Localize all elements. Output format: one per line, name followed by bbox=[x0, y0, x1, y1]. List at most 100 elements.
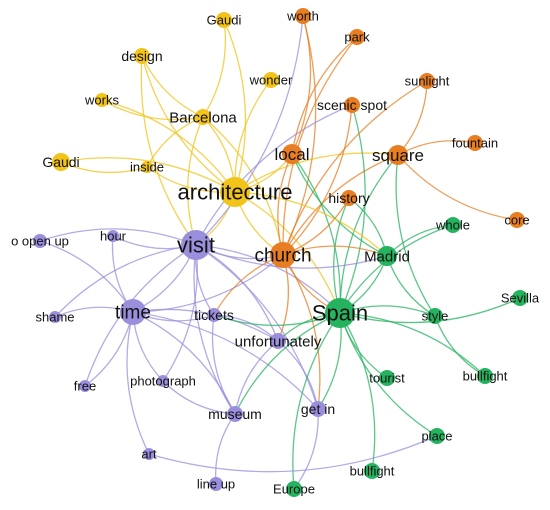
node-label-free: free bbox=[74, 379, 96, 394]
node-label-tickets: tickets bbox=[194, 307, 234, 323]
node-label-whole: whole bbox=[435, 218, 470, 233]
node-label-spain: Spain bbox=[312, 301, 368, 326]
edge-spain-scenic bbox=[339, 104, 366, 314]
node-label-style: style bbox=[422, 309, 449, 324]
node-tourist bbox=[379, 370, 395, 386]
edge-style-square bbox=[395, 154, 436, 317]
node-gaudi_left bbox=[52, 153, 70, 171]
edge-church-scenic bbox=[282, 104, 353, 256]
edge-visit-madrid bbox=[195, 244, 388, 269]
edge-style-bullfight1 bbox=[434, 315, 486, 377]
node-label-local: local bbox=[275, 145, 310, 164]
edge-square-sunlight bbox=[397, 80, 428, 156]
node-local bbox=[282, 144, 302, 164]
node-fountain bbox=[467, 135, 483, 151]
edge-architecture-works bbox=[101, 99, 236, 193]
edge-spain-europe bbox=[292, 312, 341, 490]
node-sevilla bbox=[512, 290, 528, 306]
edge-barcelona-works bbox=[101, 99, 204, 121]
node-label-bullfight2: bullfight bbox=[350, 464, 395, 479]
node-label-worth: worth bbox=[286, 9, 319, 24]
node-whole bbox=[445, 217, 461, 233]
node-openup bbox=[33, 234, 47, 248]
node-art bbox=[143, 448, 155, 460]
edge-museum-lineup bbox=[214, 413, 236, 485]
node-label-madrid: Madrid bbox=[364, 248, 410, 265]
node-unfortunately bbox=[270, 333, 286, 349]
edge-architecture-square bbox=[234, 152, 399, 193]
edge-spain-bullfight2 bbox=[339, 312, 376, 472]
node-spain bbox=[325, 298, 355, 328]
node-works bbox=[95, 93, 109, 107]
node-architecture bbox=[220, 177, 250, 207]
node-label-scenic: scenic spot bbox=[317, 97, 387, 113]
node-layer bbox=[33, 8, 528, 497]
node-label-art: art bbox=[141, 447, 157, 462]
edge-visit-getin bbox=[195, 244, 319, 410]
node-label-getin: get in bbox=[301, 401, 335, 417]
node-sunlight bbox=[419, 73, 435, 89]
node-label-square: square bbox=[372, 146, 424, 165]
node-scenic bbox=[344, 97, 360, 113]
edge-time-church bbox=[132, 254, 284, 313]
edge-local-park bbox=[291, 36, 358, 155]
edge-visit-worth bbox=[195, 15, 304, 246]
node-label-barcelona: Barcelona bbox=[169, 109, 237, 126]
node-wonder bbox=[263, 72, 279, 88]
node-place bbox=[429, 428, 445, 444]
edge-visit-scenic bbox=[195, 104, 353, 246]
node-inside bbox=[141, 161, 153, 173]
node-label-church: church bbox=[254, 246, 311, 267]
edge-visit-openup bbox=[39, 228, 197, 246]
node-label-museum: museum bbox=[208, 406, 262, 422]
edge-time-getin bbox=[132, 311, 319, 410]
edge-madrid-local bbox=[291, 153, 388, 257]
edge-barcelona-gaudi_top bbox=[202, 19, 227, 118]
node-label-tourist: tourist bbox=[369, 371, 405, 386]
edge-tickets-museum bbox=[211, 314, 236, 415]
node-shame bbox=[49, 311, 61, 323]
node-label-time: time bbox=[115, 303, 151, 324]
node-barcelona bbox=[195, 109, 211, 125]
node-worth bbox=[295, 8, 311, 24]
node-style bbox=[427, 308, 443, 324]
edge-architecture-spain bbox=[234, 191, 341, 314]
edge-visit-photograph bbox=[162, 244, 198, 382]
node-label-bullfight1: bullfight bbox=[463, 369, 508, 384]
node-square bbox=[388, 145, 408, 165]
node-free bbox=[79, 380, 91, 392]
node-bullfight2 bbox=[364, 463, 380, 479]
node-label-sevilla: Sevilla bbox=[501, 291, 540, 306]
node-label-visit: visit bbox=[177, 233, 215, 258]
node-visit bbox=[181, 230, 211, 260]
edge-local-worth bbox=[291, 15, 312, 155]
node-museum bbox=[227, 406, 243, 422]
node-madrid bbox=[377, 246, 397, 266]
edge-layer bbox=[39, 15, 521, 490]
edge-spain-square bbox=[339, 154, 399, 314]
node-label-works: works bbox=[84, 93, 119, 108]
node-label-openup: o open up bbox=[11, 234, 69, 249]
node-label-europe: Europe bbox=[273, 482, 315, 497]
edge-unfortunately-museum bbox=[234, 340, 279, 415]
node-getin bbox=[310, 401, 326, 417]
edge-spain-local bbox=[291, 153, 342, 314]
node-label-park: park bbox=[344, 30, 370, 45]
node-hour bbox=[107, 230, 119, 242]
node-history bbox=[341, 190, 357, 206]
node-label-core: core bbox=[504, 213, 529, 228]
node-europe bbox=[286, 481, 302, 497]
node-time bbox=[120, 299, 146, 325]
node-label-design: design bbox=[121, 48, 162, 64]
edge-church-park bbox=[282, 36, 358, 256]
node-core bbox=[509, 212, 525, 228]
node-label-wonder: wonder bbox=[249, 73, 293, 88]
edge-spain-museum bbox=[234, 312, 341, 415]
node-label-architecture: architecture bbox=[178, 180, 293, 205]
node-lineup bbox=[209, 477, 223, 491]
edge-church-square bbox=[282, 154, 399, 256]
node-label-unfortunately: unfortunately bbox=[235, 333, 322, 350]
node-label-history: history bbox=[328, 190, 369, 206]
node-label-hour: hour bbox=[100, 229, 127, 244]
